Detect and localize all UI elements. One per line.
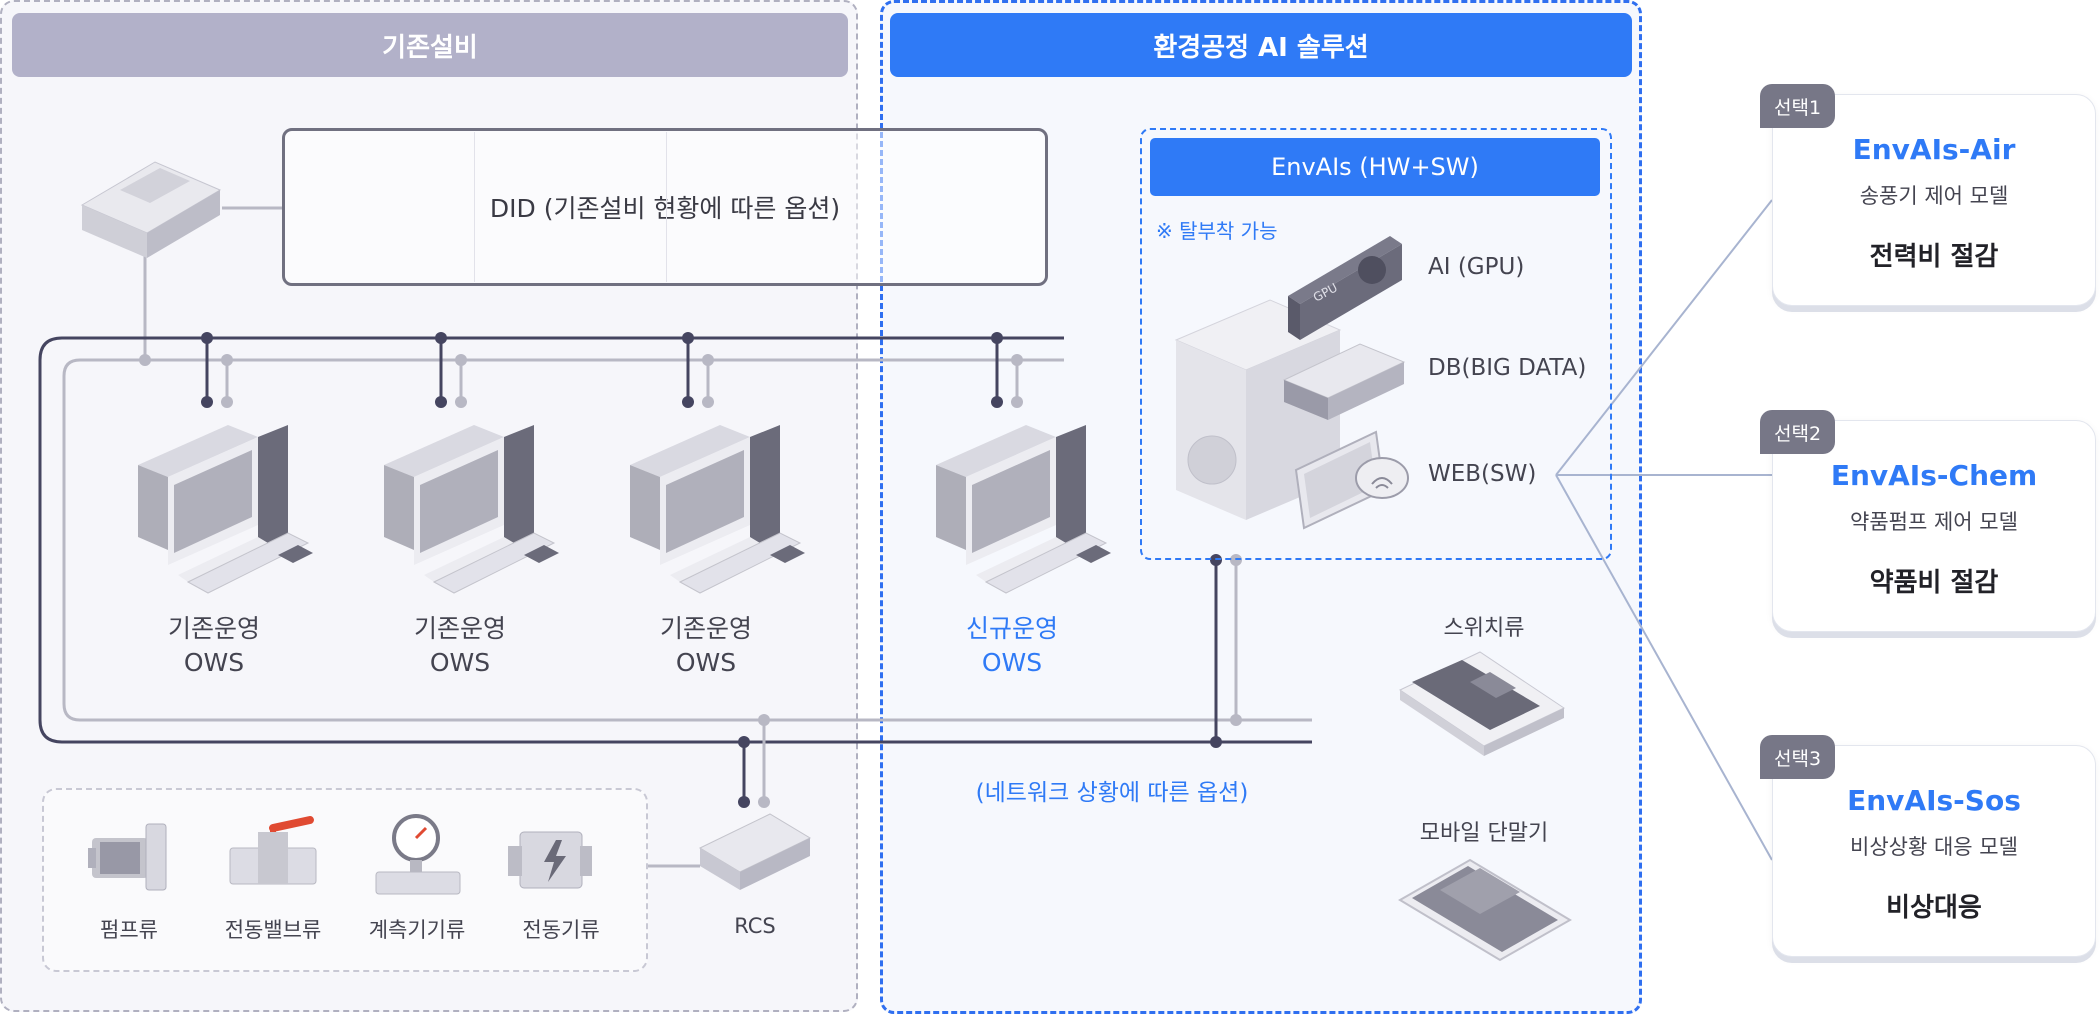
envais-title: EnvAIs (HW+SW) (1150, 138, 1600, 196)
envais-box (1140, 128, 1612, 560)
option-desc-2: 약품펌프 제어 모델 (1850, 510, 2018, 534)
web-to-cards-lines (1555, 199, 1773, 861)
computer-icon (936, 425, 1111, 594)
switch-label: 스위치류 (1443, 616, 1525, 641)
gpu-icon: GPU (1288, 236, 1402, 340)
ows-drop-3 (682, 332, 714, 408)
did-panel-divider (666, 132, 667, 282)
light-network-bus (62, 358, 1312, 722)
envais-bus-link (1210, 554, 1242, 748)
field-label-motor: 전동기류 (522, 918, 600, 942)
option-title-1: EnvAIs-Air (1852, 133, 2016, 166)
valve-icon (229, 816, 317, 885)
did-label: DID (기존설비 현황에 따른 옵션) (489, 194, 841, 223)
option-benefit-3: 비상대응 (1886, 893, 1982, 923)
gauge-icon (375, 814, 461, 895)
computer-icon (630, 425, 805, 594)
ai-solution-header: 환경공정 AI 솔루션 (890, 13, 1632, 77)
rcs-icon (698, 813, 812, 890)
ows-label-line2: OWS (429, 648, 491, 677)
ows-label-legacy-1: 기존운영 OWS (114, 612, 314, 680)
did-panel-divider (474, 132, 475, 282)
mobile-label: 모바일 단말기 (1419, 821, 1549, 846)
option-card-1[interactable] (1772, 94, 2096, 306)
component-label-ai-gpu: AI (GPU) (1428, 254, 1525, 280)
ows-label-line1: 기존운영 (659, 614, 752, 643)
database-icon (1282, 343, 1406, 420)
ows-label-legacy-2: 기존운영 OWS (360, 612, 560, 680)
pump-icon (88, 823, 167, 891)
option-badge-2: 선택2 (1760, 410, 1836, 454)
option-desc-3: 비상상황 대응 모델 (1850, 835, 2018, 859)
ows-label-legacy-3: 기존운영 OWS (606, 612, 806, 680)
did-bus-node (139, 354, 151, 366)
rcs-label: RCS (734, 914, 776, 938)
motor-icon (508, 831, 592, 889)
option-desc-1: 송풍기 제어 모델 (1859, 184, 2009, 208)
option-benefit-1: 전력비 절감 (1869, 242, 1999, 272)
ows-label-line1: 신규운영 (965, 614, 1058, 643)
option-title-2: EnvAIs-Chem (1830, 459, 2038, 492)
legacy-equipment-header: 기존설비 (12, 13, 848, 77)
component-label-web: WEB(SW) (1428, 461, 1537, 487)
ows-label-line1: 기존운영 (167, 614, 260, 643)
option-badge-1: 선택1 (1760, 84, 1836, 128)
option-card-3[interactable] (1772, 745, 2096, 957)
computer-icon (384, 425, 559, 594)
rcs-drop (738, 714, 770, 808)
computer-icon (138, 425, 313, 594)
option-badge-3: 선택3 (1760, 735, 1836, 779)
ows-drop-2 (435, 332, 467, 408)
detachable-note: ※ 탈부착 가능 (1156, 219, 1278, 243)
field-label-valve: 전동밸브류 (224, 918, 322, 942)
field-label-pump: 펌프류 (100, 918, 158, 942)
web-tablet-icon (1294, 430, 1409, 530)
ows-drop-4 (991, 332, 1023, 408)
option-benefit-2: 약품비 절감 (1869, 568, 1999, 598)
option-card-2[interactable] (1772, 420, 2096, 632)
ows-label-line2: OWS (183, 648, 245, 677)
ows-label-line2: OWS (981, 648, 1043, 677)
ows-label-line1: 기존운영 (413, 614, 506, 643)
ows-label-new: 신규운영 OWS (912, 612, 1112, 680)
field-label-gauge: 계측기기류 (368, 918, 466, 942)
component-label-db: DB(BIG DATA) (1428, 355, 1587, 381)
dark-network-bus (38, 336, 1312, 744)
ows-label-line2: OWS (675, 648, 737, 677)
ows-drop-1 (201, 332, 233, 408)
network-option-note: (네트워크 상황에 따른 옵션) (975, 780, 1249, 806)
did-display-box: DID (기존설비 현황에 따른 옵션) (282, 128, 1048, 286)
option-title-3: EnvAIs-Sos (1847, 784, 2021, 817)
